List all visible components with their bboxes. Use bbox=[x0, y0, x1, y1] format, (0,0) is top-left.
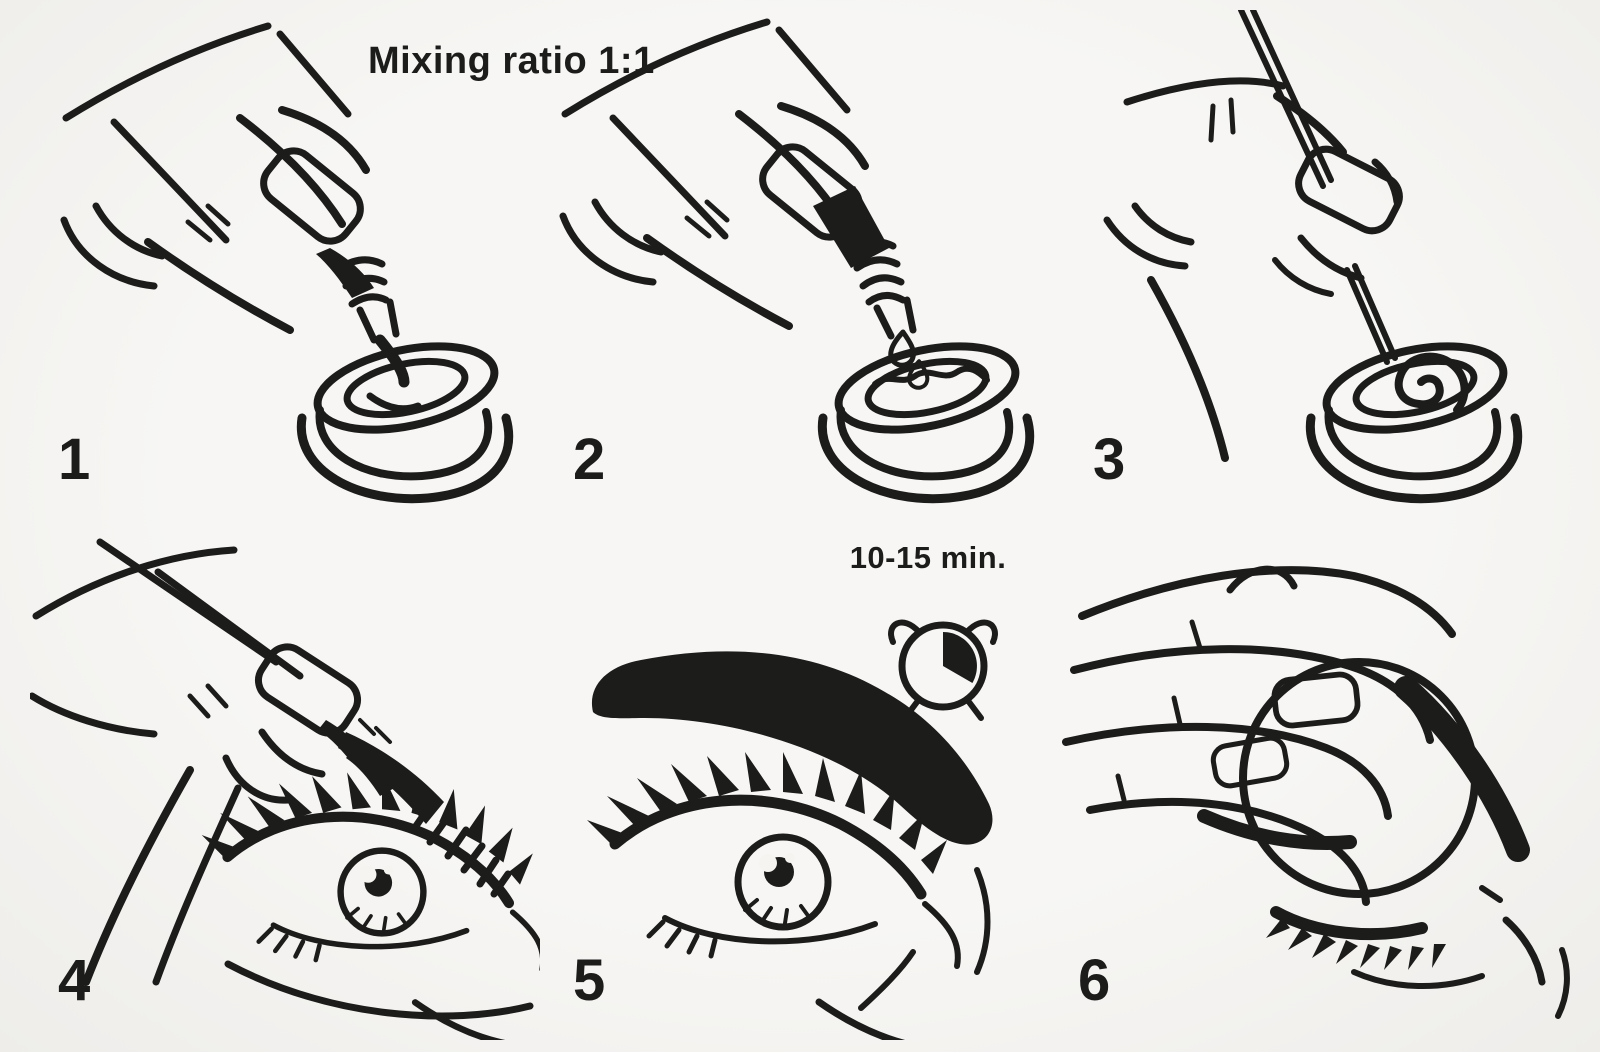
step-6-panel: 6 bbox=[1050, 520, 1590, 1040]
step-3-panel: 3 bbox=[1065, 10, 1575, 505]
step-2-number: 2 bbox=[573, 427, 606, 492]
mixing-dish-icon bbox=[822, 332, 1029, 499]
squeeze-tube-into-dish-icon bbox=[30, 10, 530, 505]
applicator-brush-icon bbox=[96, 538, 398, 796]
dropper-bottle-icon bbox=[813, 186, 917, 340]
step-4-number: 4 bbox=[58, 948, 91, 1013]
step-5-panel: 10-15 min. 5 bbox=[545, 520, 1055, 1040]
closed-eye-lashes-illustration bbox=[1266, 906, 1485, 989]
hand-illustration bbox=[30, 546, 365, 986]
stir-mixture-with-stick-icon bbox=[1103, 10, 1575, 505]
apply-tint-to-eyebrow-icon bbox=[30, 538, 540, 1040]
wipe-brow-with-cotton-pad-icon bbox=[1062, 565, 1570, 1019]
hand-illustration bbox=[1062, 565, 1456, 906]
step-2-panel: 2 bbox=[545, 10, 1045, 505]
page-title: Mixing ratio 1:1 bbox=[368, 40, 655, 82]
hand-illustration bbox=[563, 22, 867, 326]
cotton-pad-icon bbox=[1239, 658, 1479, 898]
dropper-drops-into-dish-icon bbox=[545, 10, 1045, 505]
step-3-number: 3 bbox=[1093, 427, 1126, 492]
step-1-number: 1 bbox=[58, 427, 91, 492]
step-4-panel: 4 bbox=[30, 520, 540, 1040]
alarm-clock-wait-icon bbox=[545, 520, 1055, 1040]
swirl-icon bbox=[1394, 352, 1469, 414]
step-1-panel: 1 bbox=[30, 10, 530, 505]
eye-illustration bbox=[202, 772, 540, 1040]
step-6-number: 6 bbox=[1078, 948, 1111, 1013]
stir-stick-icon bbox=[1238, 10, 1398, 365]
hand-illustration bbox=[1103, 77, 1406, 462]
tube-icon bbox=[316, 248, 410, 388]
hand-illustration bbox=[64, 26, 368, 330]
mixing-dish-icon bbox=[301, 332, 508, 499]
step-5-number: 5 bbox=[573, 948, 606, 1013]
timer-duration-label: 10-15 min. bbox=[849, 540, 1007, 575]
alarm-clock-icon bbox=[891, 623, 995, 718]
